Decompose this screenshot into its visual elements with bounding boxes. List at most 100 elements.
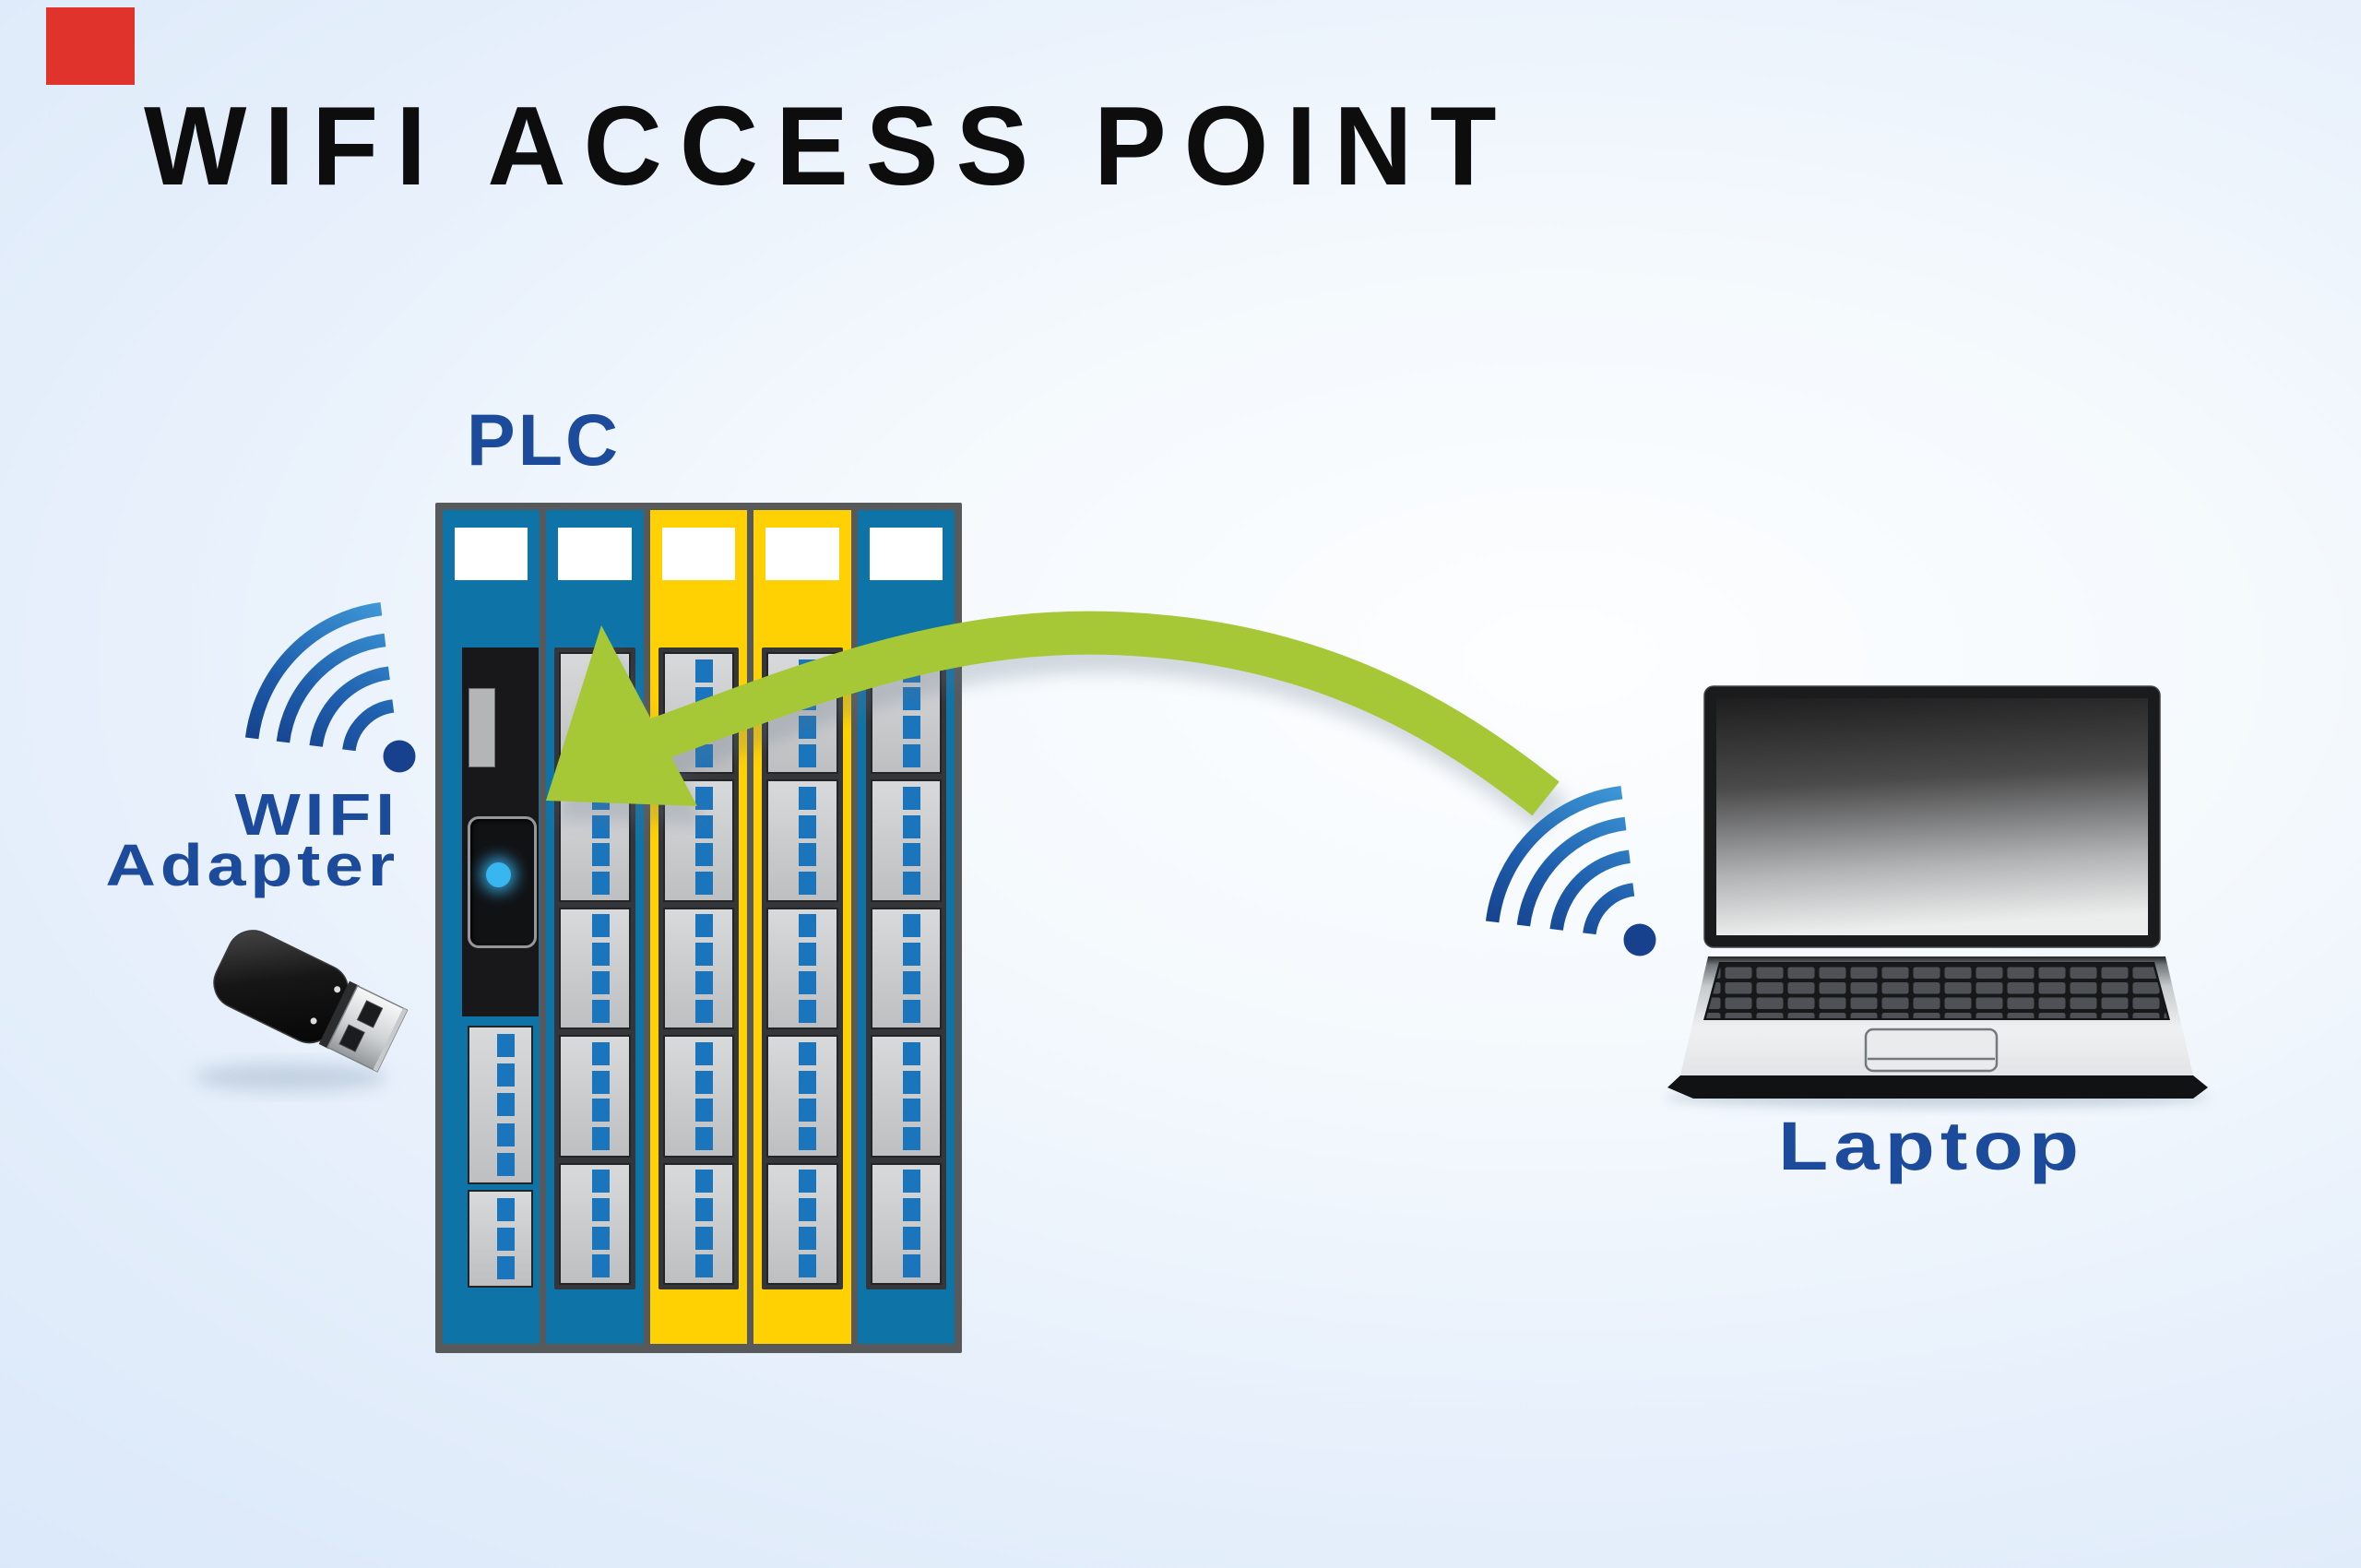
terminal-segment	[662, 1035, 735, 1158]
terminal-pin	[695, 999, 714, 1023]
terminal-segment	[559, 1162, 631, 1286]
terminal-segment	[870, 1035, 943, 1158]
cpu-display-slot	[469, 688, 495, 767]
terminal-pin	[497, 1034, 515, 1058]
plc-module-label	[455, 528, 528, 580]
cpu-display	[468, 816, 537, 948]
terminal-pin	[695, 872, 714, 896]
terminal-block	[468, 1190, 533, 1288]
terminal-pin	[902, 716, 920, 740]
terminal-pin	[799, 1254, 817, 1278]
terminal-pin	[902, 1197, 920, 1221]
terminal-pin	[695, 1041, 714, 1065]
terminal-pin	[799, 1126, 817, 1150]
wireless-connection-arrow	[546, 611, 1569, 835]
terminal-pin	[902, 843, 920, 867]
terminal-pin	[591, 843, 610, 867]
terminal-pin	[799, 943, 817, 967]
terminal-segment	[559, 1035, 631, 1158]
laptop-touchpad	[1864, 1028, 1999, 1073]
terminal-pin	[695, 1099, 714, 1123]
terminal-pin	[591, 970, 610, 994]
terminal-segment	[870, 779, 943, 902]
terminal-segment	[870, 1162, 943, 1286]
terminal-pin	[695, 1126, 714, 1150]
terminal-pin	[902, 814, 920, 838]
terminal-pin	[591, 872, 610, 896]
terminal-pin	[591, 1099, 610, 1123]
plc-module-io	[753, 510, 851, 1344]
terminal-pin	[799, 872, 817, 896]
terminal-pin	[695, 1254, 714, 1278]
status-led	[486, 862, 511, 887]
terminal-pin	[695, 970, 714, 994]
terminal-pin	[799, 743, 817, 767]
laptop-screen	[1703, 685, 2161, 948]
terminal-pin	[902, 1126, 920, 1150]
terminal-pin	[591, 1041, 610, 1065]
terminal-segment	[766, 907, 838, 1030]
terminal-pin	[799, 999, 817, 1023]
wifi-signal-icon-plc	[252, 609, 415, 772]
terminal-pin	[902, 914, 920, 938]
terminal-column	[865, 647, 947, 1289]
terminal-pin	[591, 1070, 610, 1094]
terminal-pin	[695, 943, 714, 967]
terminal-pin	[591, 999, 610, 1023]
terminal-pin	[591, 1226, 610, 1250]
plc-module-cpu	[443, 510, 540, 1344]
red-marker	[46, 7, 135, 85]
terminal-pin	[902, 970, 920, 994]
terminal-pin	[799, 970, 817, 994]
terminal-pin	[591, 943, 610, 967]
page-title: WIFI ACCESS POINT	[144, 83, 1514, 209]
usb-wifi-dongle	[213, 930, 409, 1073]
terminal-pin	[799, 1041, 817, 1065]
wifi-signal-icon-laptop	[1492, 792, 1655, 956]
terminal-pin	[695, 1197, 714, 1221]
terminal-pin	[497, 1256, 515, 1280]
terminal-pin	[902, 999, 920, 1023]
terminal-pin	[902, 1226, 920, 1250]
cpu-panel	[462, 647, 539, 1016]
laptop-keyboard	[1680, 956, 2193, 1075]
laptop-label: Laptop	[1778, 1108, 2084, 1184]
terminal-pin	[799, 914, 817, 938]
terminal-pin	[799, 1197, 817, 1221]
plc-module-label	[661, 528, 736, 580]
terminal-pin	[591, 1170, 610, 1194]
terminal-pin	[591, 1197, 610, 1221]
terminal-pin	[902, 872, 920, 896]
terminal-pin	[695, 1170, 714, 1194]
terminal-pin	[497, 1152, 515, 1176]
terminal-pin	[902, 1254, 920, 1278]
terminal-pin	[695, 914, 714, 938]
terminal-pin	[799, 1070, 817, 1094]
terminal-segment	[766, 1162, 838, 1286]
terminal-segment	[662, 907, 735, 1030]
terminal-pin	[902, 787, 920, 811]
wifi-adapter-label: WIFI Adapter	[105, 781, 399, 898]
terminal-segment	[766, 779, 838, 902]
laptop-device	[1665, 685, 2209, 1108]
terminal-block	[468, 1026, 533, 1184]
plc-module-label	[765, 528, 839, 580]
terminal-pin	[799, 1170, 817, 1194]
terminal-pin	[591, 1254, 610, 1278]
terminal-segment	[559, 907, 631, 1030]
terminal-pin	[497, 1227, 515, 1251]
terminal-segment	[766, 1035, 838, 1158]
terminal-column	[762, 647, 843, 1289]
terminal-pin	[799, 1226, 817, 1250]
plc-module-label	[558, 528, 632, 580]
terminal-pin	[799, 814, 817, 838]
terminal-pin	[902, 1170, 920, 1194]
wifi-adapter-label-line2: Adapter	[105, 832, 399, 898]
wifi-adapter-label-line1: WIFI	[234, 781, 399, 848]
terminal-pin	[695, 843, 714, 867]
laptop-base	[1667, 1075, 2208, 1099]
terminal-pin	[497, 1093, 515, 1117]
terminal-pin	[591, 914, 610, 938]
